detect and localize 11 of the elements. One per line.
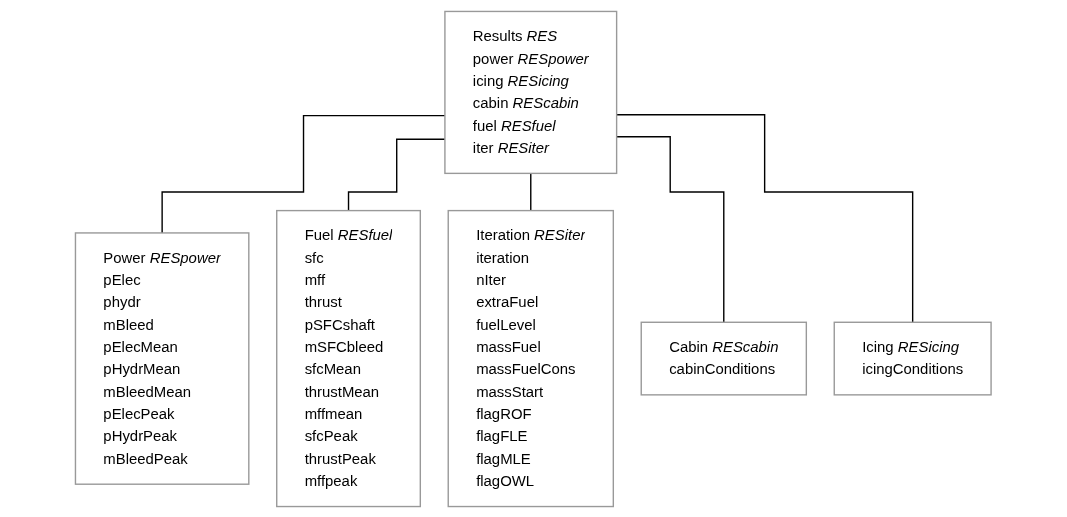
connector (616, 113, 914, 323)
node-box: Iteration RESiter iteration nIter extraFuel fuelLevel massFuel massFuelCons massStart flagROF flagFLE flagMLE flagOWL (447, 209, 615, 507)
connector (348, 138, 446, 211)
node-box: Power RESpower pElec phydr mBleed pElecMean pHydrMean mBleedMean pElecPeak pHydrPeak mBleedPeak (75, 231, 250, 485)
node-box: Fuel RESfuel sfc mff thrust pSFCshaft mSFCbleed sfcMean thrustMean mffmean sfcPeak thrustPeak mffpeak (276, 209, 422, 507)
connector (161, 114, 446, 234)
node-box: Cabin REScabin cabinConditions (640, 321, 808, 396)
node-box: Results RES power RESpower icing RESicing cabin REScabin fuel RESfuel iter RESiter (444, 10, 618, 174)
node-box: Icing RESicing icingConditions (833, 321, 992, 396)
connector (530, 172, 532, 211)
connector (616, 135, 725, 323)
